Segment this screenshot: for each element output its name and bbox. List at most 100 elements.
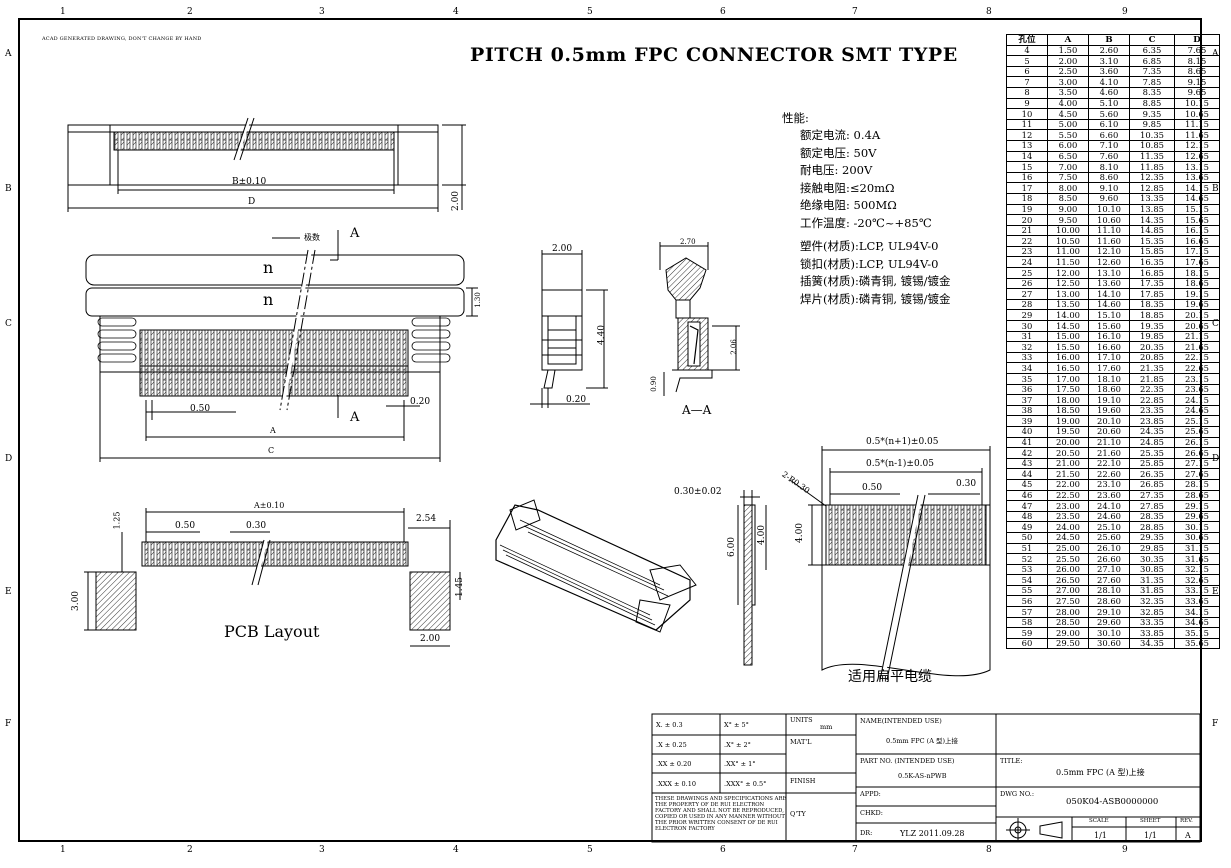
tol-3: .XX ± 0.20 xyxy=(656,760,692,768)
dim-fpc-050: 0.50 xyxy=(862,483,883,493)
part-value: 0.5K-AS-nPWB xyxy=(898,772,947,780)
table-cell: 23.65 xyxy=(1174,383,1220,396)
units-label: UNITS xyxy=(790,716,813,724)
dim-sec-206: 2.06 xyxy=(729,339,738,355)
dim-top-b: B±0.10 xyxy=(232,177,267,187)
zone-col-3-top: 3 xyxy=(319,7,325,17)
table-cell: 18.65 xyxy=(1174,277,1220,290)
disclaimer-line: THE PROPERTY OF DE RUI ELECTRON xyxy=(655,802,765,809)
material-label: MAT'L xyxy=(790,738,812,746)
zone-col-8-top: 8 xyxy=(986,7,992,17)
name-label: NAME(INTENDED USE) xyxy=(860,717,942,725)
zone-col-7-top: 7 xyxy=(852,7,858,17)
zone-row-E-left: E xyxy=(5,587,12,597)
pcb-layout-label: PCB Layout xyxy=(224,622,320,641)
part-label: PART NO. (INTENDED USE) xyxy=(860,757,955,765)
disclaimer-line: FACTORY AND SHALL NOT BE REPRODUCED, xyxy=(655,808,784,815)
qty-label: Q'TY xyxy=(790,810,806,818)
dim-pcb-200: 2.00 xyxy=(420,634,441,644)
dim-fpc-400b: 4.00 xyxy=(795,522,806,544)
table-cell: 22.65 xyxy=(1174,362,1220,374)
scale-label: SCALE xyxy=(1089,818,1109,824)
table-cell: 21.15 xyxy=(1174,330,1220,343)
zone-col-9-bottom: 9 xyxy=(1122,845,1128,855)
zone-col-2-top: 2 xyxy=(187,7,193,17)
table-cell: 19.15 xyxy=(1174,288,1220,300)
disclaimer-line: THESE DRAWINGS AND SPECIFICATIONS ARE xyxy=(655,796,787,802)
zone-row-D-left: D xyxy=(5,454,13,464)
table-cell: 18.15 xyxy=(1174,267,1220,279)
drawing-title: PITCH 0.5mm FPC CONNECTOR SMT TYPE xyxy=(470,44,958,66)
dim-fpc-600: 6.00 xyxy=(727,536,738,558)
label-n-upper: n xyxy=(263,258,274,277)
tol-2: .X ± 0.25 xyxy=(656,741,687,749)
spec-line: 耐电压: 200V xyxy=(800,163,873,177)
side-view xyxy=(530,250,608,408)
table-cell: 21.65 xyxy=(1174,341,1220,353)
rev-value: A xyxy=(1185,831,1191,840)
zone-col-8-bottom: 8 xyxy=(986,845,992,855)
dim-front-a: A xyxy=(270,426,276,435)
zone-col-6-bottom: 6 xyxy=(720,845,726,855)
dim-sec-090: 0.90 xyxy=(649,376,658,392)
zone-col-1-bottom: 1 xyxy=(60,845,66,855)
front-view xyxy=(85,230,478,462)
table-cell: 17.15 xyxy=(1174,245,1220,258)
finish-label: FINISH xyxy=(790,777,816,785)
drawn-value: YLZ 2011.09.28 xyxy=(900,829,965,838)
ang-1: X° ± 5° xyxy=(724,721,749,729)
scale-value: 1/1 xyxy=(1094,831,1107,840)
spec-line: 绝缘电阻: 500MΩ xyxy=(800,198,897,212)
dim-fpc-400a: 4.00 xyxy=(757,524,768,546)
spec-line: 额定电流: 0.4A xyxy=(800,128,881,142)
title-value: 0.5mm FPC (A 型)上接 xyxy=(1056,768,1145,777)
dim-top-d: D xyxy=(248,197,256,207)
label-pole-count: 极数 xyxy=(304,233,320,242)
disclaimer-line: THE PRIOR WRITTEN CONSENT OF DE RUI xyxy=(655,820,778,827)
dim-pcb-050: 0.50 xyxy=(175,521,196,531)
units-value: mm xyxy=(820,723,833,731)
dim-pcb-125: 1.25 xyxy=(112,511,122,530)
dim-pcb-300: 3.00 xyxy=(71,590,82,612)
material-line: 插簧(材质):磷青铜, 镀锡/镀金 xyxy=(800,274,951,288)
dim-fpc-thickness: 0.30±0.02 xyxy=(674,487,722,497)
zone-col-9-top: 9 xyxy=(1122,7,1128,17)
table-cell: 25.15 xyxy=(1174,415,1220,427)
dim-front-130: 1.30 xyxy=(473,292,482,308)
pcb-layout xyxy=(84,508,461,647)
checked-label: CHKD: xyxy=(860,809,883,817)
approved-label: APPD: xyxy=(860,790,881,798)
dim-side-200: 2.00 xyxy=(552,244,573,254)
dim-side-020: 0.20 xyxy=(566,395,587,405)
spec-heading: 性能: xyxy=(782,111,809,125)
disclaimer-line: COPIED OR USED IN ANY MANNER WITHOUT xyxy=(655,814,785,821)
zone-row-F-right: F xyxy=(1212,719,1219,729)
spec-line: 额定电压: 50V xyxy=(800,145,877,160)
zone-col-7-bottom: 7 xyxy=(852,845,858,855)
material-line: 焊片(材质):磷青铜, 镀锡/镀金 xyxy=(800,291,951,306)
dim-fpc-width-inner: 0.5*(n-1)±0.05 xyxy=(866,459,934,469)
